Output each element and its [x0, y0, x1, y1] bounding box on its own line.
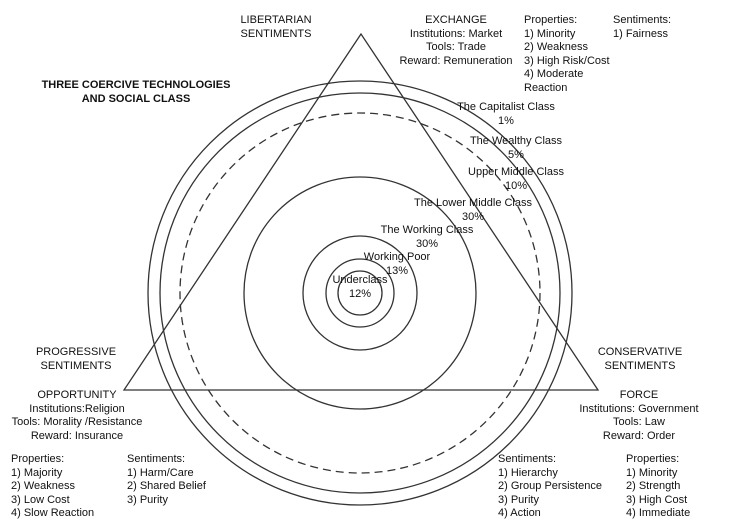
exchange-block: EXCHANGE Institutions: Market Tools: Tra… — [394, 14, 518, 68]
progressive-sentiments-label: PROGRESSIVE SENTIMENTS — [35, 346, 117, 372]
class-label-lower-middle: The Lower Middle Class 30% — [414, 197, 532, 223]
ring-wealthy-class — [159, 92, 561, 494]
force-sentiments: Sentiments: 1) Hierarchy 2) Group Persis… — [498, 453, 602, 519]
opportunity-properties: Properties: 1) Majority 2) Weakness 3) L… — [11, 453, 95, 519]
ring-capitalist-class — [147, 80, 573, 506]
ring-lower-middle-class — [243, 176, 477, 410]
ring-working-poor — [325, 258, 395, 328]
libertarian-sentiments-label: LIBERTARIAN SENTIMENTS — [240, 14, 312, 40]
force-heading: FORCE — [619, 389, 659, 401]
class-label-working: The Working Class 30% — [380, 224, 474, 250]
class-label-capitalist: The Capitalist Class 1% — [457, 101, 555, 127]
exchange-properties: Properties: 1) Minority 2) Weakness 3) H… — [524, 14, 610, 94]
exchange-heading: EXCHANGE — [425, 14, 487, 26]
ring-underclass — [337, 270, 383, 316]
opportunity-heading: OPPORTUNITY — [37, 389, 117, 401]
exchange-sentiments: Sentiments: 1) Fairness — [613, 14, 672, 40]
conservative-sentiments-label: CONSERVATIVE SENTIMENTS — [597, 346, 683, 372]
sentiment-triangle — [122, 32, 600, 391]
force-block: FORCE Institutions: Government Tools: La… — [572, 389, 706, 443]
ring-upper-middle-class — [179, 112, 541, 474]
class-label-upper-middle: Upper Middle Class 10% — [468, 166, 564, 192]
opportunity-block: OPPORTUNITY Institutions:Religion Tools:… — [2, 389, 152, 443]
opportunity-sentiments: Sentiments: 1) Harm/Care 2) Shared Belie… — [127, 453, 206, 506]
class-label-working-poor: Working Poor 13% — [363, 251, 431, 277]
ring-working-class — [302, 235, 418, 351]
class-label-underclass: Underclass 12% — [332, 274, 388, 300]
class-label-wealthy: The Wealthy Class 5% — [469, 135, 563, 161]
force-properties: Properties: 1) Minority 2) Strength 3) H… — [626, 453, 691, 519]
diagram-title: THREE COERCIVE TECHNOLOGIES AND SOCIAL C… — [41, 79, 231, 105]
